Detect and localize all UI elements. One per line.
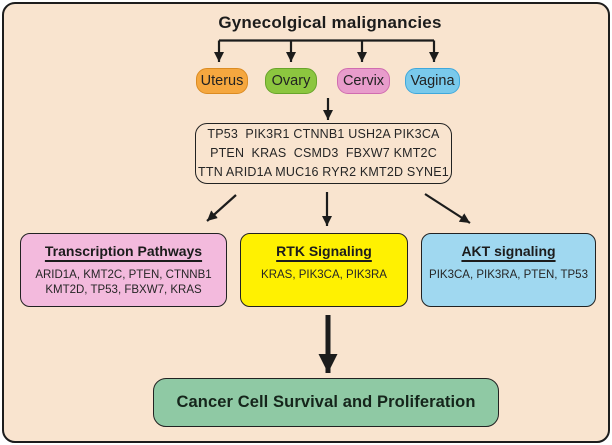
pathway-genes-line: ARID1A, KMT2C, PTEN, CTNNB1 (35, 269, 212, 281)
pathway-genes-line: KRAS, PIK3CA, PIK3RA (261, 269, 387, 281)
organ-cervix: Cervix (337, 68, 390, 94)
organ-cervix-label: Cervix (342, 73, 385, 89)
organ-uterus: Uterus (196, 68, 248, 94)
pathway-title-transcription: Transcription Pathways (44, 243, 203, 259)
gene-list-line: TP53 PIK3R1 CTNNB1 USH2A PIK3CA (207, 127, 440, 141)
arrow-genes-to-transcription (206, 194, 237, 222)
arrow-genes-to-akt (424, 193, 471, 224)
pathway-box-akt: AKT signaling PIK3CA, PIK3RA, PTEN, TP53 (421, 233, 596, 307)
gene-list-line: TTN ARID1A MUC16 RYR2 KMT2D SYNE1 (198, 165, 449, 179)
pathway-title-akt: AKT signaling (461, 243, 556, 259)
outcome-box: Cancer Cell Survival and Proliferation (153, 378, 499, 427)
pathway-genes-line: KMT2D, TP53, FBXW7, KRAS (45, 284, 202, 296)
organ-ovary: Ovary (265, 68, 317, 94)
pathway-box-rtk: RTK Signaling KRAS, PIK3CA, PIK3RA (240, 233, 408, 307)
outcome-label: Cancer Cell Survival and Proliferation (176, 393, 476, 411)
diagram-title: Gynecolgical malignancies (218, 13, 442, 32)
pathway-genes-line: PIK3CA, PIK3RA, PTEN, TP53 (429, 269, 588, 281)
mutated-genes-box: TP53 PIK3R1 CTNNB1 USH2A PIK3CA PTEN KRA… (195, 123, 452, 184)
pathway-box-transcription: Transcription Pathways ARID1A, KMT2C, PT… (20, 233, 227, 307)
organ-ovary-label: Ovary (271, 73, 311, 89)
organ-uterus-label: Uterus (200, 73, 244, 89)
gene-list-line: PTEN KRAS CSMD3 FBXW7 KMT2C (210, 146, 437, 160)
pathway-title-rtk: RTK Signaling (276, 243, 372, 259)
organ-vagina-label: Vagina (410, 73, 455, 89)
organ-vagina: Vagina (405, 68, 460, 94)
